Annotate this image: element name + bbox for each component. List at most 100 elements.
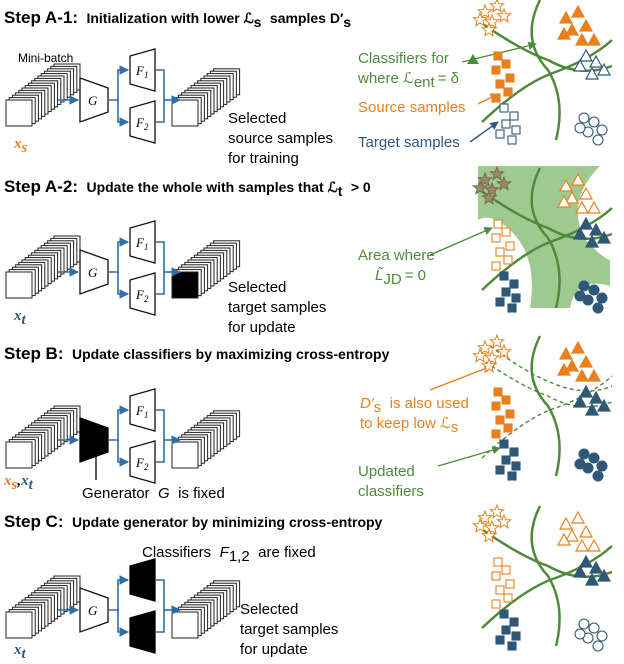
square-sample bbox=[495, 129, 505, 139]
square-sample bbox=[501, 565, 511, 575]
circle-sample bbox=[574, 628, 586, 640]
generator-block bbox=[79, 417, 109, 463]
circle-sample bbox=[574, 122, 586, 134]
square-sample bbox=[503, 255, 513, 265]
triangle-sample bbox=[564, 528, 580, 542]
triangle-sample bbox=[586, 200, 602, 214]
step-c-title: Step C: Update generator by minimizing c… bbox=[4, 512, 383, 531]
classifier-boundary bbox=[530, 167, 561, 309]
circle-sample bbox=[588, 284, 600, 296]
arrow-to-f1 bbox=[108, 575, 129, 611]
generator-block bbox=[79, 249, 109, 295]
triangle-sample bbox=[556, 362, 572, 376]
triangle-sample bbox=[584, 66, 600, 80]
input-stack-1 bbox=[5, 235, 81, 299]
dprime-line2: to keep low ℒs bbox=[360, 415, 458, 436]
legend-classifiers-line2: where ℒent= δ bbox=[357, 70, 459, 91]
square-sample bbox=[501, 455, 511, 465]
sample-card bbox=[5, 441, 33, 469]
square-sample bbox=[499, 271, 509, 281]
square-sample bbox=[491, 261, 501, 271]
square-sample bbox=[501, 59, 511, 69]
triangle-sample bbox=[596, 230, 612, 244]
star-sample bbox=[480, 189, 498, 205]
minibatch-label: Mini-batch bbox=[18, 51, 73, 65]
triangle-sample bbox=[578, 48, 594, 62]
input-stack-3 bbox=[5, 575, 81, 639]
sample-card bbox=[171, 99, 199, 127]
triangle-sample bbox=[588, 222, 604, 236]
circle-sample bbox=[574, 458, 586, 470]
sample-card bbox=[5, 99, 33, 127]
generator-label: G bbox=[88, 93, 98, 108]
square-sample bbox=[511, 293, 521, 303]
classifier-note: Classifiers F1,2 are fixed bbox=[142, 544, 316, 565]
merge-line bbox=[156, 409, 165, 463]
square-sample bbox=[501, 119, 511, 129]
star-sample bbox=[476, 339, 494, 355]
classifier-f2-block bbox=[129, 440, 156, 484]
area-arrow bbox=[429, 227, 493, 256]
generator-label: G bbox=[88, 265, 98, 280]
area-label-line2: L̃JD= 0 bbox=[375, 267, 426, 288]
triangle-sample bbox=[588, 560, 604, 574]
circle-sample bbox=[578, 280, 590, 292]
star-sample bbox=[476, 509, 494, 525]
star-sample bbox=[483, 519, 501, 535]
output-label-a2-line1: Selected bbox=[228, 279, 286, 296]
circle-sample bbox=[574, 290, 586, 302]
classifier-f2-block bbox=[129, 610, 156, 654]
square-sample bbox=[511, 125, 521, 135]
dprime-line1: D′s is also used bbox=[360, 395, 469, 416]
square-sample bbox=[491, 233, 501, 243]
square-sample bbox=[505, 579, 515, 589]
star-sample bbox=[471, 347, 489, 363]
star-sample bbox=[480, 357, 498, 373]
triangle-sample bbox=[578, 186, 594, 200]
old-boundary bbox=[489, 345, 613, 392]
triangle-sample bbox=[570, 4, 586, 18]
triangle-sample bbox=[564, 358, 580, 372]
triangle-sample bbox=[596, 62, 612, 76]
star-sample bbox=[495, 513, 513, 529]
triangle-sample bbox=[556, 194, 572, 208]
square-sample bbox=[501, 625, 511, 635]
legend-triangle-icon bbox=[467, 54, 479, 64]
merge-line bbox=[156, 579, 165, 633]
arrow-to-f2 bbox=[117, 272, 129, 299]
star-sample bbox=[488, 333, 506, 349]
star-sample bbox=[495, 343, 513, 359]
square-sample bbox=[509, 279, 519, 289]
input-var-b: xs,xt bbox=[3, 473, 34, 493]
legend-target: Target samples bbox=[358, 134, 460, 151]
square-sample bbox=[507, 135, 517, 145]
arrow-to-f1 bbox=[108, 65, 129, 101]
triangle-sample bbox=[564, 22, 580, 36]
updated-line2: classifiers bbox=[358, 483, 424, 500]
square-sample bbox=[493, 219, 503, 229]
triangle-sample bbox=[584, 572, 600, 586]
square-sample bbox=[509, 617, 519, 627]
generator-block bbox=[79, 587, 109, 633]
square-sample bbox=[501, 227, 511, 237]
square-sample bbox=[491, 429, 501, 439]
triangle-sample bbox=[570, 172, 586, 186]
circle-sample bbox=[578, 448, 590, 460]
circle-sample bbox=[588, 116, 600, 128]
input-var-c: xt bbox=[13, 642, 27, 662]
sample-card bbox=[171, 441, 199, 469]
square-sample bbox=[491, 65, 501, 75]
sample-card bbox=[171, 611, 199, 639]
triangle-sample bbox=[584, 234, 600, 248]
classifier-boundary bbox=[530, 505, 561, 647]
area-label-line1: Area where bbox=[358, 247, 435, 264]
output-label-c-line2: target samples bbox=[240, 621, 338, 638]
circle-sample bbox=[592, 302, 604, 314]
input-stack-0 bbox=[5, 63, 81, 127]
classifier-f2-block bbox=[129, 100, 156, 144]
circle-sample bbox=[592, 470, 604, 482]
